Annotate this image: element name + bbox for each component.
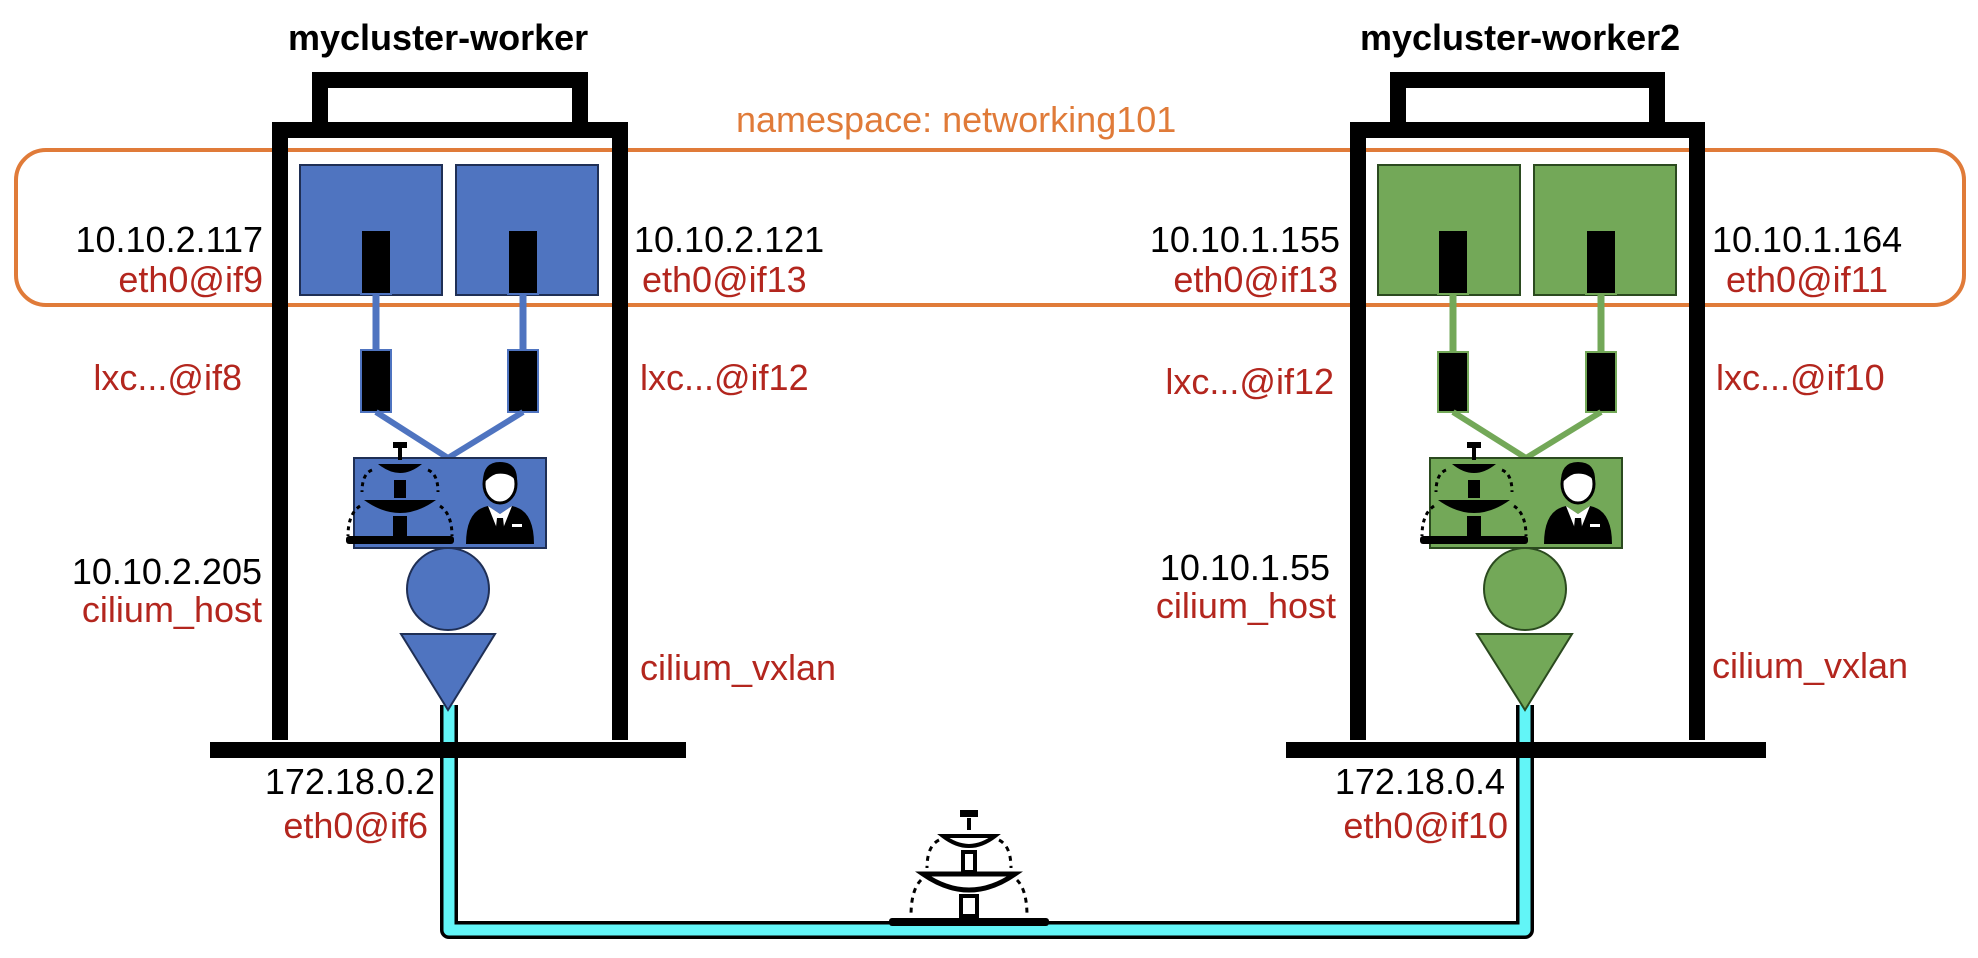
- worker-node-1: [210, 72, 686, 758]
- node-title: mycluster-worker: [288, 17, 589, 58]
- lxc-port: [1437, 351, 1469, 413]
- namespace-label: namespace: networking101: [736, 99, 1177, 140]
- pod-eth0-port: [1437, 229, 1469, 295]
- lxc-iface: lxc...@if10: [1716, 357, 1885, 398]
- pod-ip: 10.10.1.164: [1712, 219, 1903, 260]
- vxlan-iface: cilium_vxlan: [1712, 645, 1909, 686]
- host-ip: 10.10.1.55: [1159, 547, 1330, 588]
- cilium-host-circle[interactable]: [1483, 547, 1567, 631]
- node-ip: 172.18.0.2: [264, 761, 435, 802]
- pod-iface: eth0@if13: [1173, 259, 1338, 300]
- lxc-port: [1585, 351, 1617, 413]
- host-iface: cilium_host: [81, 589, 262, 630]
- lxc-port: [507, 349, 539, 413]
- namespace-box: [14, 148, 1966, 307]
- node-building-top: [1390, 72, 1665, 130]
- pod-ip: 10.10.2.121: [634, 219, 825, 260]
- node-building-top: [312, 72, 588, 130]
- pod-ip: 10.10.2.117: [75, 219, 263, 260]
- node-iface: eth0@if10: [1343, 805, 1508, 846]
- pod-iface: eth0@if9: [118, 259, 263, 300]
- node-iface: eth0@if6: [283, 805, 428, 846]
- vxlan-iface: cilium_vxlan: [640, 647, 837, 688]
- node-building: [272, 122, 628, 740]
- node-ip: 172.18.0.4: [1334, 761, 1505, 802]
- pod-eth0-port: [1585, 229, 1617, 295]
- cilium-host-circle[interactable]: [406, 547, 490, 631]
- node-building: [1350, 122, 1705, 740]
- pod-iface: eth0@if11: [1726, 259, 1888, 300]
- cilium-vxlan-triangle[interactable]: [1475, 633, 1574, 712]
- fountain-icon: [889, 810, 1049, 926]
- cilium-vxlan-triangle[interactable]: [399, 633, 497, 712]
- pod-eth0-port: [360, 229, 392, 295]
- pod-iface: eth0@if13: [642, 259, 807, 300]
- node-title: mycluster-worker2: [1360, 17, 1681, 58]
- lxc-iface: lxc...@if12: [640, 357, 809, 398]
- pod-eth0-port: [507, 229, 539, 295]
- worker-node-2: [1286, 72, 1766, 758]
- host-ip: 10.10.2.205: [71, 551, 262, 592]
- lxc-iface: lxc...@if8: [93, 357, 242, 398]
- vxlan-tunnel-fill: [443, 705, 1531, 936]
- host-iface: cilium_host: [1155, 585, 1336, 626]
- lxc-iface: lxc...@if12: [1165, 361, 1334, 402]
- pod-ip: 10.10.1.155: [1149, 219, 1340, 260]
- lxc-port: [360, 349, 392, 413]
